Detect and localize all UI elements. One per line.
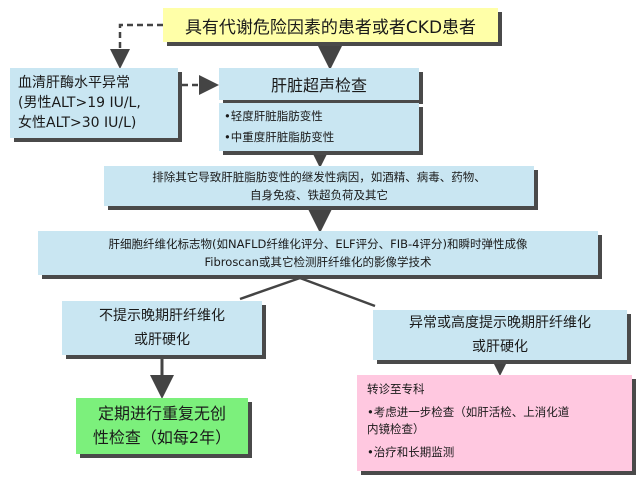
alt-line-3: 女性ALT>30 IU/L) <box>18 115 137 131</box>
alt-line-2: (男性ALT>19 IU/L, <box>18 95 141 111</box>
advanced-fibrosis-box: 异常或高度提示晚期肝纤维化 或肝硬化 <box>373 310 627 360</box>
specialist-referral-box: 转诊至专科 •考虑进一步检查（如肝活检、上消化道 内镜检查） •治疗和长期监测 <box>357 375 632 471</box>
refer-item-further-tests-cont: 内镜检查） <box>367 422 425 436</box>
ultrasound-item-mild: •轻度肝脏脂肪变性 <box>224 109 323 123</box>
fibrosis-line-2: Fibroscan或其它检测肝纤维化的影像学技术 <box>204 255 432 269</box>
fibrosis-line-1: 肝细胞纤维化标志物(如NAFLD纤维化评分、ELF评分、FIB-4评分)和瞬时弹… <box>108 237 528 251</box>
no-advanced-line-2: 或肝硬化 <box>134 332 190 348</box>
no-advanced-fibrosis-box: 不提示晚期肝纤维化 或肝硬化 <box>62 301 262 355</box>
exclude-secondary-causes-box: 排除其它导致肝脏脂肪变性的继发性病因，如酒精、病毒、药物、 自身免疫、铁超负荷及… <box>104 166 534 206</box>
ultrasound-title: 肝脏超声检查 <box>270 76 367 95</box>
exclude-line-2: 自身免疫、铁超负荷及其它 <box>250 188 388 202</box>
advanced-line-1: 异常或高度提示晚期肝纤维化 <box>409 315 591 331</box>
ultrasound-item-moderate-severe: •中重度肝脏脂肪变性 <box>224 130 335 144</box>
top-risk-text: 具有代谢危险因素的患者或者CKD患者 <box>184 17 477 38</box>
no-advanced-line-1: 不提示晚期肝纤维化 <box>99 308 225 324</box>
repeat-line-1: 定期进行重复无创 <box>97 404 226 423</box>
repeat-testing-box: 定期进行重复无创 性检查（如每2年） <box>76 398 248 454</box>
ultrasound-title-box: 肝脏超声检查 <box>219 68 419 100</box>
dashed-arrow-top-to-alt <box>110 23 163 69</box>
fibrosis-markers-box: 肝细胞纤维化标志物(如NAFLD纤维化评分、ELF评分、FIB-4评分)和瞬时弹… <box>38 231 598 275</box>
refer-item-further-tests: •考虑进一步检查（如肝活检、上消化道 <box>367 405 570 419</box>
exclude-line-1: 排除其它导致肝脏脂肪变性的继发性病因，如酒精、病毒、药物、 <box>152 170 486 184</box>
arrow-fibrosis-to-advanced <box>299 276 376 308</box>
advanced-line-2: 或肝硬化 <box>472 339 528 355</box>
repeat-line-2: 性检查（如每2年） <box>92 428 232 447</box>
refer-title: 转诊至专科 <box>367 382 425 396</box>
abnormal-liver-enzyme-box: 血清肝酶水平异常 (男性ALT>19 IU/L, 女性ALT>30 IU/L) <box>10 68 178 138</box>
top-risk-box: 具有代谢危险因素的患者或者CKD患者 <box>163 8 498 42</box>
refer-item-treatment: •治疗和长期监测 <box>367 445 455 459</box>
alt-line-1: 血清肝酶水平异常 <box>18 75 130 91</box>
ultrasound-items-box: •轻度肝脏脂肪变性 •中重度肝脏脂肪变性 <box>219 103 419 151</box>
arrow-fibrosis-to-no-advanced <box>239 276 301 301</box>
